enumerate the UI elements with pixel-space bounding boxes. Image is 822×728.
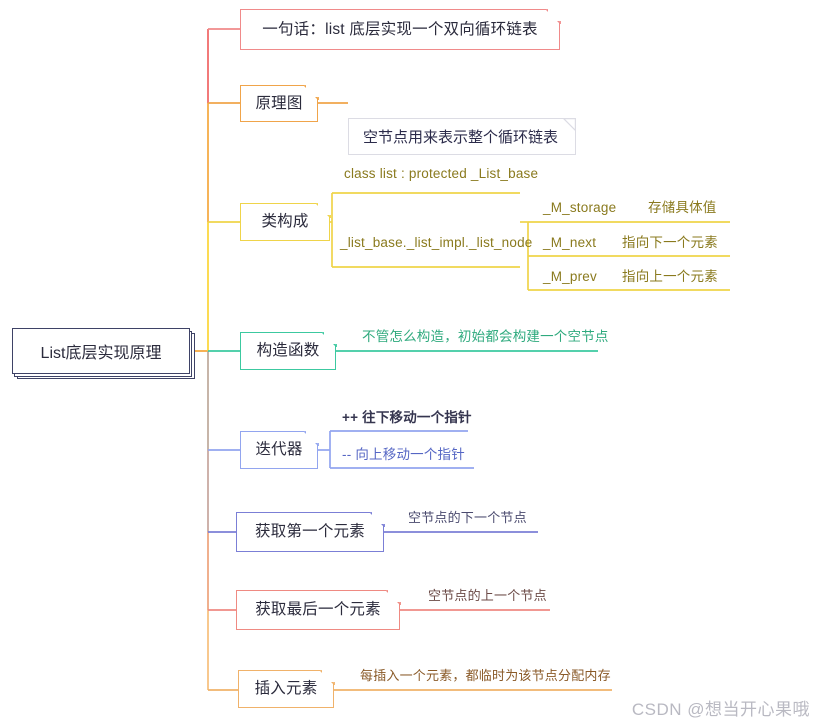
folded-corner-icon: [320, 670, 335, 685]
folded-corner-icon: [322, 332, 337, 347]
folded-corner-icon: [386, 590, 401, 605]
label-list-base-impl-node: _list_base._list_impl._list_node: [340, 235, 533, 250]
folded-corner-icon: [546, 9, 561, 24]
folded-corner-icon: [316, 203, 331, 218]
folded-corner-icon: [562, 118, 576, 135]
note-empty-node-desc[interactable]: 空节点用来表示整个循环链表: [348, 118, 576, 155]
node-constructor-label: 构造函数: [256, 342, 320, 360]
root-node-label: List底层实现原理: [40, 345, 162, 362]
node-insert-element[interactable]: 插入元素: [238, 669, 335, 708]
note-empty-node-label: 空节点用来表示整个循环链表: [363, 129, 559, 146]
label-m-storage-desc: 存储具体值: [648, 200, 717, 215]
node-get-first-element[interactable]: 获取第一个元素: [236, 511, 385, 552]
label-insert-desc: 每插入一个元素，都临时为该节点分配内存: [360, 668, 611, 683]
watermark: CSDN @想当开心果哦: [631, 700, 810, 719]
node-one-sentence-label: 一句话：list 底层实现一个双向循环链表: [262, 20, 538, 38]
label-iterator-decrement: -- 向上移动一个指针: [342, 447, 465, 462]
node-get-first-element-label: 获取第一个元素: [255, 523, 365, 541]
label-constructor-desc: 不管怎么构造，初始都会构建一个空节点: [362, 329, 609, 344]
node-one-sentence[interactable]: 一句话：list 底层实现一个双向循环链表: [240, 8, 561, 50]
label-m-next: _M_next: [543, 235, 597, 250]
label-get-first-desc: 空节点的下一个节点: [408, 510, 527, 525]
label-class-list-base: class list : protected _List_base: [344, 166, 539, 181]
label-m-next-desc: 指向下一个元素: [622, 235, 718, 250]
node-iterator-label: 迭代器: [255, 441, 303, 459]
node-insert-element-label: 插入元素: [254, 680, 318, 698]
label-m-prev-desc: 指向上一个元素: [622, 269, 718, 284]
node-get-last-element-label: 获取最后一个元素: [255, 601, 381, 619]
node-principle-diagram[interactable]: 原理图: [240, 84, 319, 122]
folded-corner-icon: [304, 431, 319, 446]
node-iterator[interactable]: 迭代器: [240, 430, 319, 469]
node-class-composition[interactable]: 类构成: [240, 202, 331, 241]
node-get-last-element[interactable]: 获取最后一个元素: [236, 589, 401, 630]
node-constructor[interactable]: 构造函数: [240, 331, 337, 370]
label-m-storage: _M_storage: [543, 200, 617, 215]
label-get-last-desc: 空节点的上一个节点: [428, 588, 547, 603]
node-class-composition-label: 类构成: [261, 213, 309, 231]
label-iterator-increment: ++ 往下移动一个指针: [342, 410, 472, 425]
node-principle-diagram-label: 原理图: [255, 94, 303, 112]
folded-corner-icon: [370, 512, 385, 527]
folded-corner-icon: [304, 85, 319, 100]
root-node[interactable]: List底层实现原理: [12, 328, 190, 374]
label-m-prev: _M_prev: [543, 269, 597, 284]
